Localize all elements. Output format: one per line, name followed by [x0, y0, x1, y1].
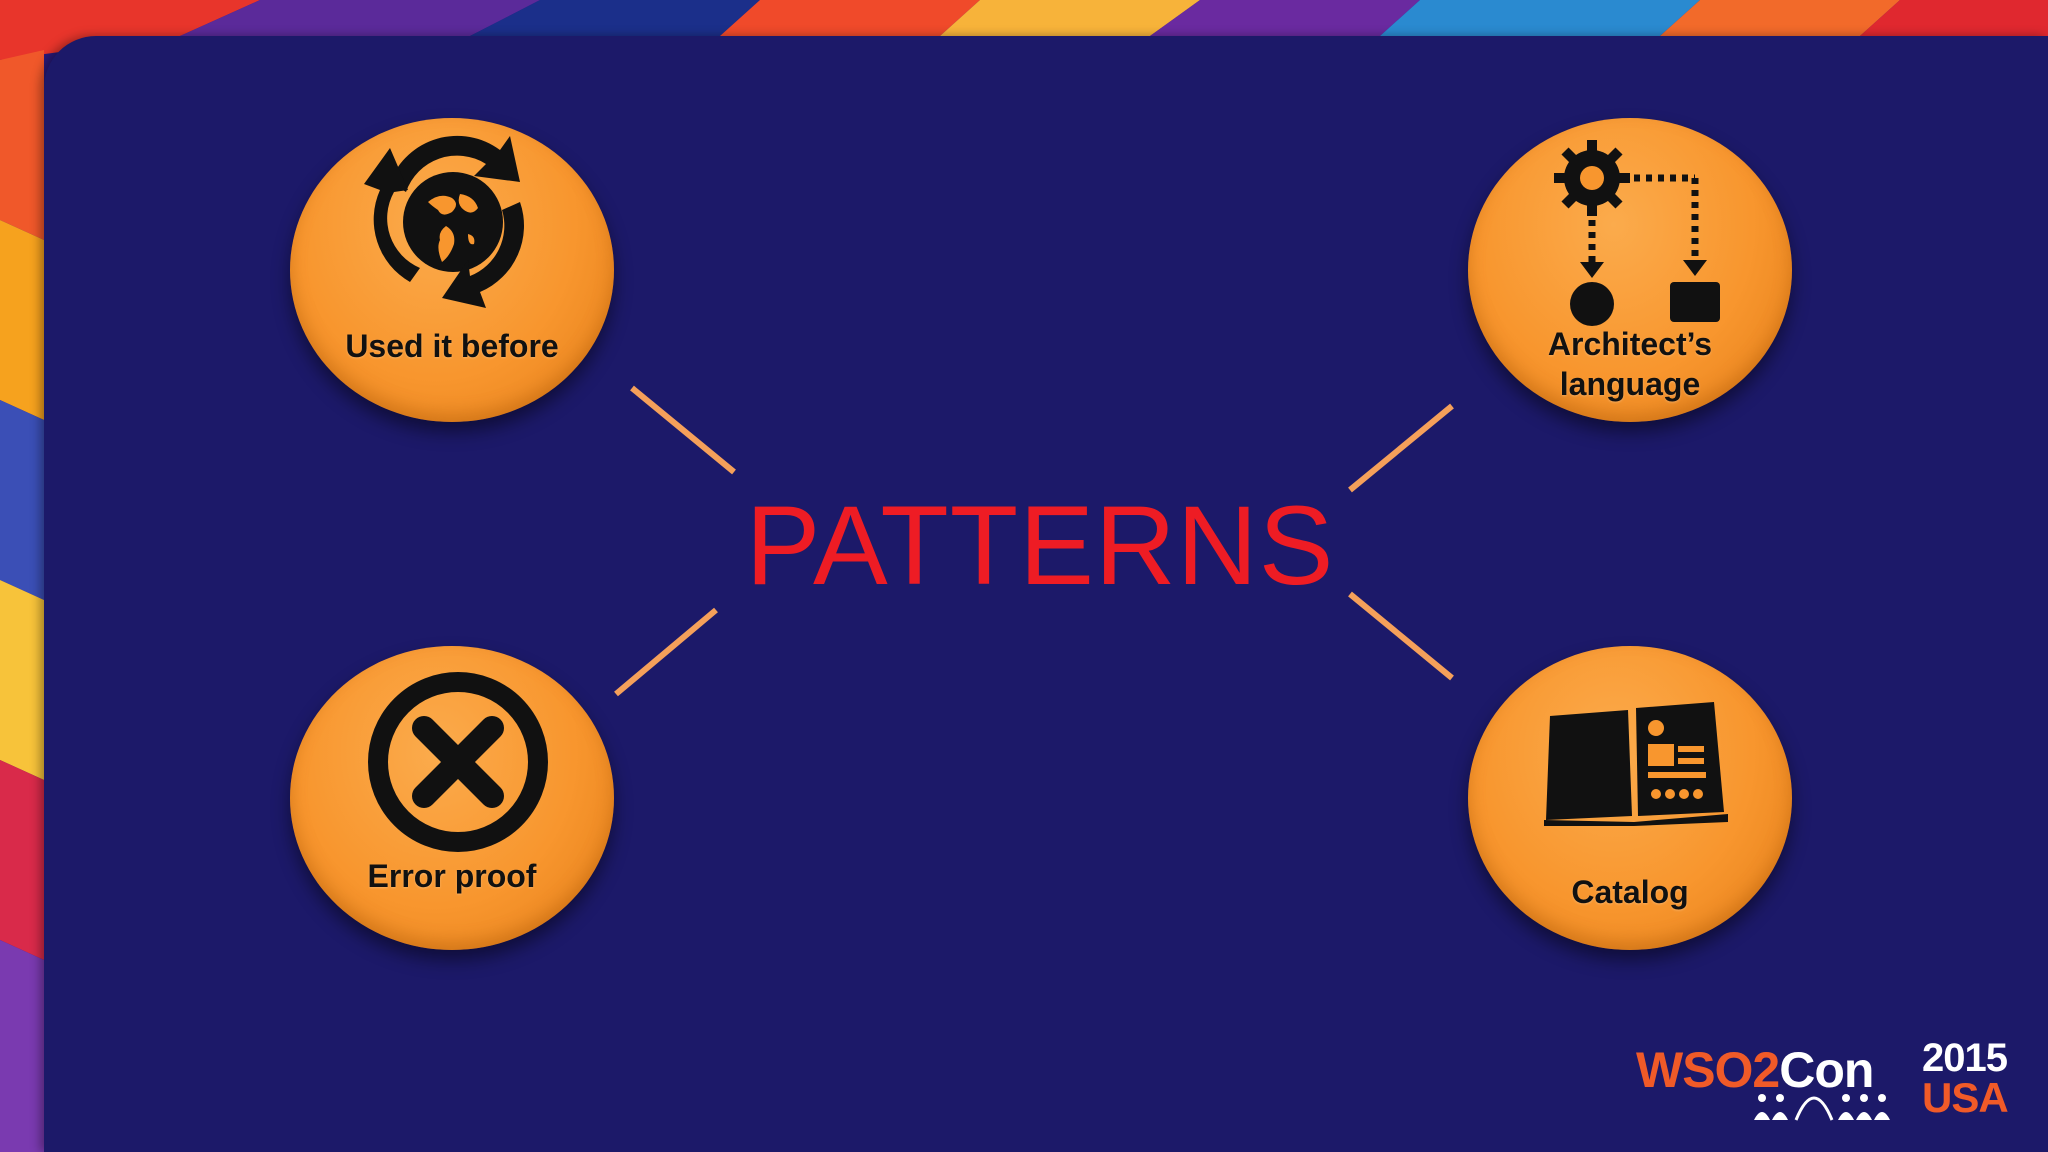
logo-year: 2015: [1922, 1036, 2008, 1080]
bubble-label-line-2: language: [1559, 366, 1701, 402]
bubble-label-architects-language: Architect’s language: [1468, 324, 1792, 404]
logo-country: USA: [1922, 1074, 2009, 1121]
bubble-error-proof: Error proof: [290, 646, 614, 950]
logo-wordmark: WSO2Con: [1636, 1042, 1874, 1098]
bubble-label-catalog: Catalog: [1571, 874, 1689, 910]
bubble-label-error-proof: Error proof: [367, 858, 537, 894]
flow-diagram-icon: [1554, 140, 1720, 326]
open-book-icon: [1544, 702, 1728, 826]
bubble-used-it-before: Used it before: [290, 118, 614, 422]
bubble-label-line-1: Architect’s: [1547, 326, 1713, 362]
bubble-label-used-it-before: Used it before: [345, 328, 559, 364]
logo-brand-part2: Con: [1779, 1042, 1874, 1098]
bubble-catalog: Catalog: [1468, 646, 1792, 950]
recycle-globe-icon: [364, 135, 525, 308]
cross-circle-icon: [368, 672, 548, 852]
logo-brand-part1: WSO2: [1636, 1042, 1780, 1098]
bubble-architects-language: Architect’s language: [1468, 118, 1792, 422]
people-icon: [1754, 1094, 1890, 1121]
wso2con-logo: WSO2Con 2015 USA: [1636, 1036, 2016, 1126]
slide-title: PATTERNS: [745, 482, 1335, 608]
